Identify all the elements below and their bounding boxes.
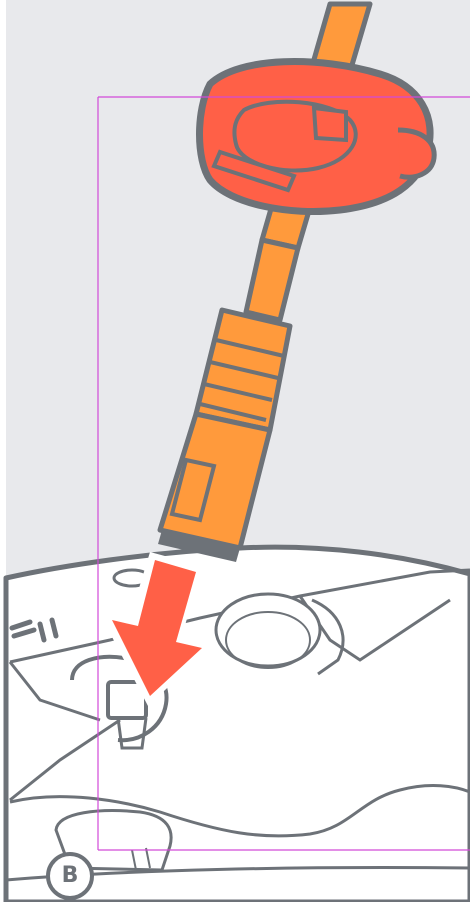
step-letter: B [62, 865, 79, 887]
cable-ring-clip [200, 62, 435, 212]
step-badge: B [46, 852, 94, 900]
router-device [6, 547, 470, 902]
